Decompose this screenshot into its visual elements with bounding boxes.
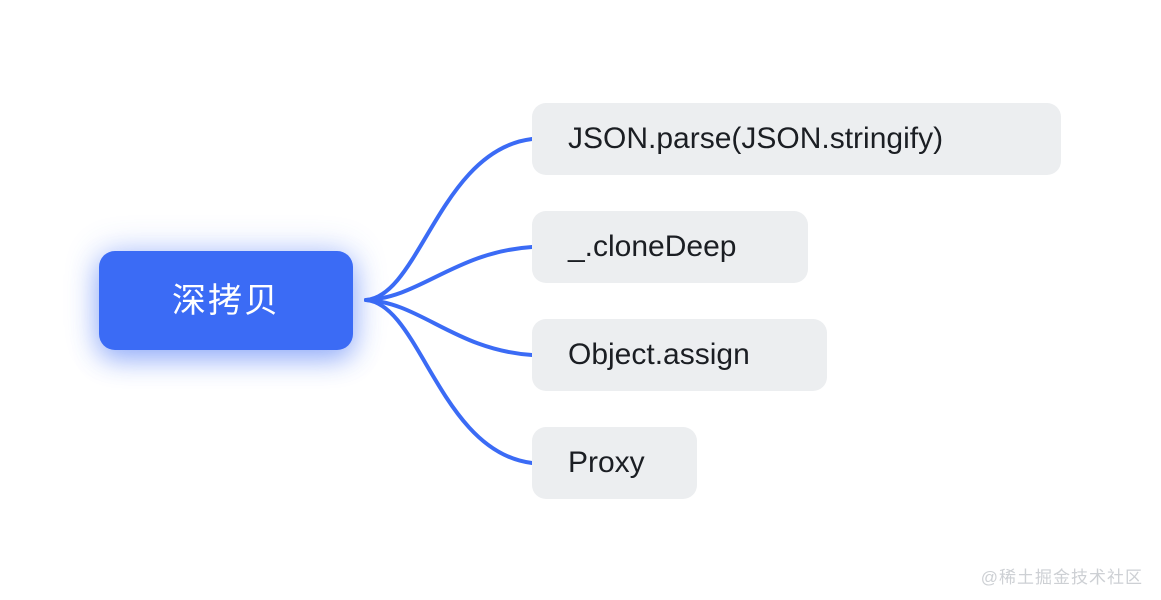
root-node-label: 深拷贝 xyxy=(172,281,280,320)
leaf-node-label: Object.assign xyxy=(568,338,750,371)
branch-connector-2 xyxy=(364,298,534,357)
branch-connector-0 xyxy=(364,137,534,302)
mindmap-leaf-node[interactable]: JSON.parse(JSON.stringify) xyxy=(532,103,1061,175)
mindmap-leaf-node[interactable]: Proxy xyxy=(532,427,697,499)
mindmap-root-node[interactable]: 深拷贝 xyxy=(99,251,353,350)
branch-connector-3 xyxy=(364,298,534,465)
leaf-node-label: _.cloneDeep xyxy=(568,230,737,263)
leaf-node-label: JSON.parse(JSON.stringify) xyxy=(568,122,944,155)
mindmap-leaf-node[interactable]: Object.assign xyxy=(532,319,827,391)
branch-connector-1 xyxy=(364,245,534,302)
leaf-node-label: Proxy xyxy=(568,446,645,479)
mindmap-leaf-node[interactable]: _.cloneDeep xyxy=(532,211,808,283)
watermark-text: @稀土掘金技术社区 xyxy=(980,568,1143,587)
